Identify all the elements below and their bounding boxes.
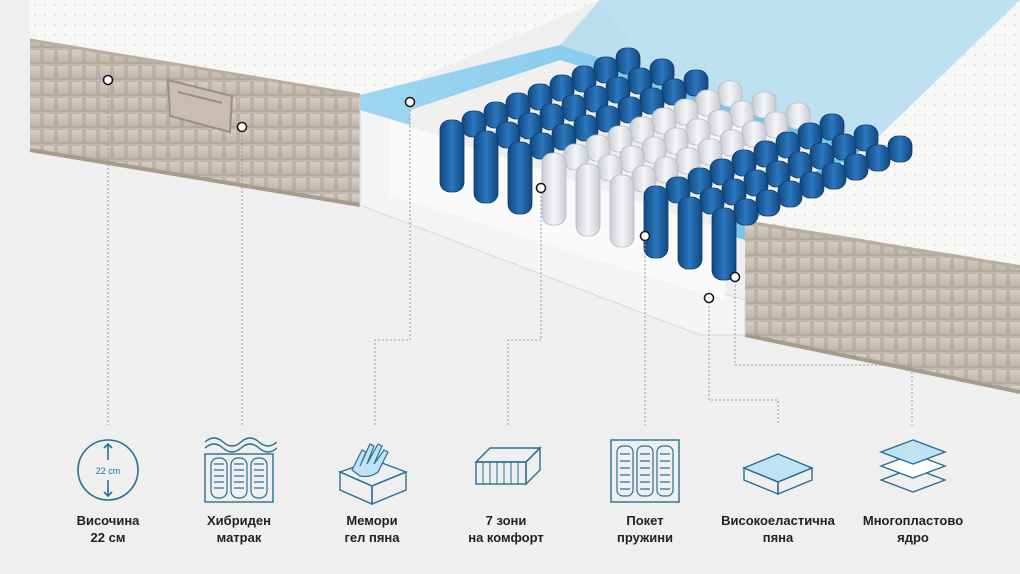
spring-pocket bbox=[711, 207, 737, 281]
memory-foam-hand-icon bbox=[338, 443, 408, 506]
feature-label-high-elastic-foam: Високоеластична пяна bbox=[721, 513, 835, 545]
pocket-springs bbox=[439, 47, 913, 281]
spring-pocket bbox=[843, 153, 869, 181]
feature-height: 22 cm Височина 22 см bbox=[43, 432, 173, 546]
spring-pocket bbox=[575, 163, 601, 237]
spring-pocket bbox=[609, 174, 635, 248]
mattress-zones-icon bbox=[474, 446, 542, 486]
feature-label-hybrid: Хибриден матрак bbox=[207, 513, 271, 545]
spring-pocket bbox=[439, 119, 465, 193]
height-badge-text: 22 cm bbox=[96, 466, 121, 476]
spring-pocket bbox=[677, 196, 703, 270]
hybrid-springs-icon bbox=[204, 437, 277, 503]
foam-block-icon bbox=[742, 453, 814, 496]
feature-pocket-springs: Покет пружини bbox=[580, 432, 710, 546]
feature-hybrid: Хибриден матрак bbox=[174, 432, 304, 546]
feature-high-elastic-foam: Високоеластична пяна bbox=[713, 432, 843, 546]
pocket-springs-icon bbox=[610, 439, 680, 503]
spring-pocket bbox=[887, 135, 913, 163]
callout-markers bbox=[102, 74, 741, 304]
layers-icon bbox=[879, 439, 947, 493]
feature-memory-foam: Мемори гел пяна bbox=[307, 432, 437, 546]
spring-pocket bbox=[799, 171, 825, 199]
gel-foam-layer bbox=[360, 0, 1020, 240]
feature-label-multilayer-core: Многопластово ядро bbox=[862, 513, 964, 545]
spring-pocket bbox=[643, 185, 669, 259]
spring-pocket bbox=[755, 189, 781, 217]
spring-pocket bbox=[821, 162, 847, 190]
spring-pocket bbox=[865, 144, 891, 172]
feature-comfort-zones: 7 зони на комфорт bbox=[441, 432, 571, 546]
feature-label-comfort-zones: 7 зони на комфорт bbox=[468, 513, 544, 545]
feature-label-memory-foam: Мемори гел пяна bbox=[344, 513, 400, 545]
spring-pocket bbox=[733, 198, 759, 226]
feature-label-pocket-springs: Покет пружини bbox=[616, 513, 674, 545]
spring-pocket bbox=[507, 141, 533, 215]
mattress-left-block bbox=[29, 0, 600, 207]
feature-multilayer-core: Многопластово ядро bbox=[848, 432, 978, 546]
feature-label-height: Височина 22 см bbox=[76, 513, 140, 545]
spring-pocket bbox=[473, 130, 499, 204]
spring-pocket bbox=[777, 180, 803, 208]
height-icon: 22 cm bbox=[77, 439, 139, 501]
leader-lines bbox=[107, 80, 913, 425]
